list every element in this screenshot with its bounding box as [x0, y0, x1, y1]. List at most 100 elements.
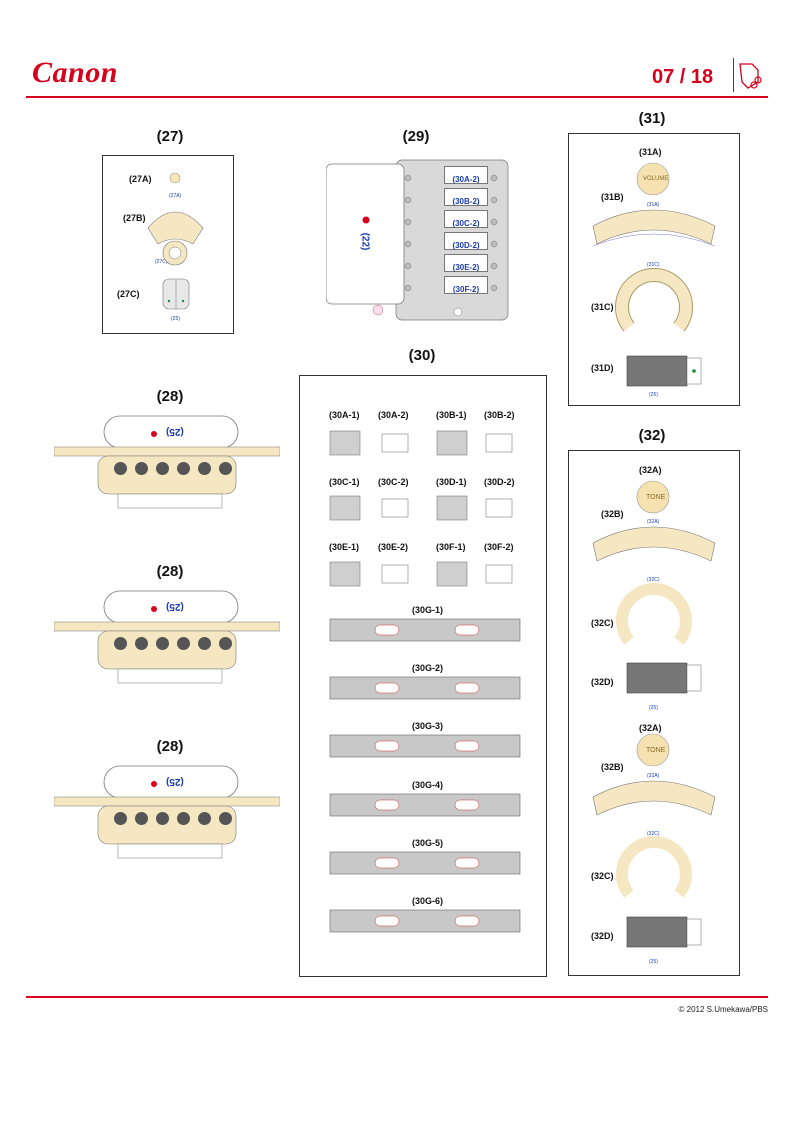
ref-31a: (31A) [647, 202, 660, 208]
part-label-30d-1: (30D-1) [436, 477, 467, 487]
part-label-30f-2: (30F-2) [484, 542, 514, 552]
pole-piece [156, 637, 169, 650]
part-label-30c-1: (30C-1) [329, 477, 360, 487]
pickup-28-1: (25) [53, 414, 281, 510]
part-label-30b-1: (30B-1) [436, 410, 467, 420]
part-label-30e-2: (30E-2) [378, 542, 409, 552]
part-label-30e-1: (30E-1) [329, 542, 360, 552]
pole-piece [156, 812, 169, 825]
ref-25: (25) [649, 392, 658, 398]
tone-knobs-drawing [592, 480, 716, 948]
ref-32c-1: (32C) [647, 577, 660, 583]
part-label-31b: (31B) [601, 192, 624, 202]
section-27-box: (27A) (27B) (27C) (27A) (27C) (25) [102, 155, 234, 334]
part-label-30a-2: (30A-2) [378, 410, 409, 420]
part-label-32a-1: (32A) [639, 465, 662, 475]
header-rule [26, 96, 768, 98]
section-27-title: (27) [156, 128, 184, 145]
strip-label-30g-1: (30G-1) [412, 605, 444, 615]
ref-25-2: (25) [649, 959, 658, 965]
section-31-box: (31A) (31B) (31C) (31D) VOLUME (31A) (31… [568, 133, 740, 406]
canon-logo: Canon [32, 56, 118, 89]
pole-piece [114, 812, 127, 825]
copyright: © 2012 S.Umekawa/PBS [678, 1005, 769, 1014]
strip-label-30g-6: (30G-6) [412, 896, 444, 906]
part-label-30b-2: (30B-2) [484, 410, 515, 420]
section-32-title: (32) [638, 427, 666, 444]
section-30-box: (30A-1) (30A-2) (30B-1) (30B-2) (30C-1) … [299, 375, 547, 977]
pole-piece [177, 812, 190, 825]
pickup-28-3: (25) [53, 764, 281, 860]
tab-30c-2: (30C-2) [444, 210, 488, 228]
part-label-32c-2: (32C) [591, 871, 614, 881]
ref-25: (25) [171, 316, 180, 322]
part-label-30d-2: (30D-2) [484, 477, 515, 487]
section-28-title-2: (28) [156, 563, 184, 580]
ref-32a-2: (32A) [647, 773, 660, 779]
pole-piece [219, 462, 232, 475]
ref-27a: (27A) [169, 193, 182, 199]
strips-drawing [329, 618, 521, 933]
pole-piece [177, 462, 190, 475]
section-28-title-1: (28) [156, 388, 184, 405]
part-label-30a-1: (30A-1) [329, 410, 360, 420]
part-label-27b: (27B) [123, 213, 146, 223]
ref-22: (22) [359, 232, 371, 251]
pole-piece [198, 462, 211, 475]
coil-parts-drawing [329, 430, 513, 587]
part-label-31c: (31C) [591, 302, 614, 312]
scissors-icon [733, 58, 764, 92]
part-label-30f-1: (30F-1) [436, 542, 466, 552]
section-28-title-3: (28) [156, 738, 184, 755]
pole-piece [198, 812, 211, 825]
part-label-30c-2: (30C-2) [378, 477, 409, 487]
knob-27-drawing [147, 172, 204, 310]
tab-30e-2: (30E-2) [444, 254, 488, 272]
strip-label-30g-3: (30G-3) [412, 721, 444, 731]
ref-25: (25) [166, 426, 184, 437]
pole-piece [219, 812, 232, 825]
ref-31c: (31C) [647, 262, 660, 268]
pole-piece [135, 812, 148, 825]
pole-piece [219, 637, 232, 650]
volume-knob-text: VOLUME [643, 176, 669, 182]
part-label-32c-1: (32C) [591, 618, 614, 628]
strip-label-30g-5: (30G-5) [412, 838, 444, 848]
section-32-box: (32A) (32B) (32C) (32D) (32A) (32B) (32C… [568, 450, 740, 976]
tab-30d-2: (30D-2) [444, 232, 488, 250]
ref-27c: (27C) [155, 259, 168, 265]
page-number: 07 / 18 [652, 66, 714, 88]
ref-32c-2: (32C) [647, 831, 660, 837]
part-label-32b-1: (32B) [601, 509, 624, 519]
part-label-32d-2: (32D) [591, 931, 614, 941]
tab-30a-2: (30A-2) [444, 166, 488, 184]
section-31-title: (31) [638, 110, 666, 127]
section-29-title: (29) [402, 128, 430, 145]
part-label-31a: (31A) [639, 147, 662, 157]
strip-label-30g-4: (30G-4) [412, 780, 444, 790]
ref-32a-1: (32A) [647, 519, 660, 525]
footer-rule [26, 996, 768, 998]
tone-knob-text-2: TONE [646, 747, 666, 754]
section-30-title: (30) [408, 347, 436, 364]
part-label-27c: (27C) [117, 289, 140, 299]
ref-25-1: (25) [649, 705, 658, 711]
pole-piece [135, 637, 148, 650]
pole-piece [114, 462, 127, 475]
pole-piece [177, 637, 190, 650]
pole-piece [156, 462, 169, 475]
part-label-27a: (27A) [129, 174, 152, 184]
part-label-32d-1: (32D) [591, 677, 614, 687]
part-label-31d: (31D) [591, 363, 614, 373]
ref-25: (25) [166, 601, 184, 612]
pole-piece [114, 637, 127, 650]
part-label-32a-2: (32A) [639, 723, 662, 733]
pole-piece [198, 637, 211, 650]
ref-25: (25) [166, 776, 184, 787]
tab-30b-2: (30B-2) [444, 188, 488, 206]
pickup-28-2: (25) [53, 589, 281, 685]
pole-piece [135, 462, 148, 475]
tab-30f-2: (30F-2) [444, 276, 488, 294]
strip-label-30g-2: (30G-2) [412, 663, 444, 673]
volume-knob-drawing [592, 162, 716, 387]
